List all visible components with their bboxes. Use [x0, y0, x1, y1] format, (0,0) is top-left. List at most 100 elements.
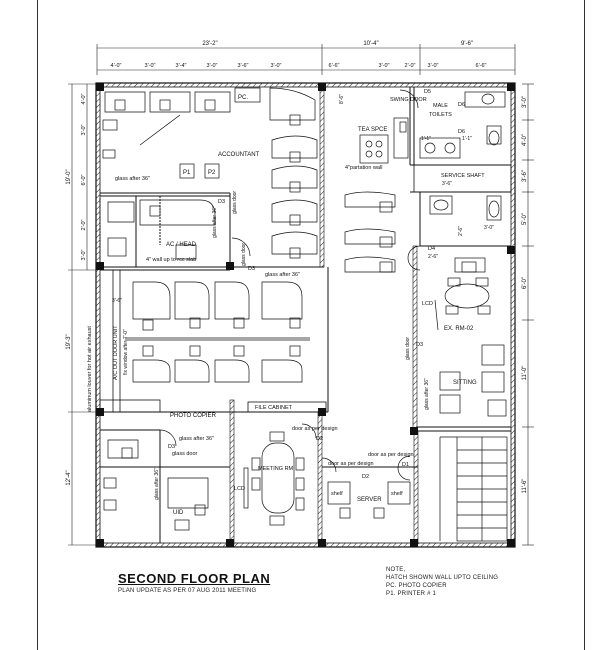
label-aluminum-louver: aluminum louver for hot air exhaust	[87, 326, 93, 412]
label-ex-rm: EX. RM-02	[444, 326, 474, 332]
label-glass-door: glass door	[405, 337, 411, 360]
label-p1: P1	[183, 170, 191, 176]
dim-right: 3'-6"	[522, 170, 528, 182]
interior-walls	[99, 86, 512, 546]
meeting-room-furniture	[103, 89, 421, 531]
notes-line: P1. PRINTER # 1	[386, 591, 437, 597]
label-door-d6: D6	[458, 129, 465, 135]
label-lcd: LCD	[422, 301, 433, 307]
label-door-d3: D3	[218, 199, 225, 205]
drawing-title-block: SECOND FLOOR PLAN PLAN UPDATE AS PER 07 …	[118, 571, 270, 594]
label-door-as-per-design: door as per design	[328, 461, 374, 467]
label-wall-rcc: 4" wall up to rcc slab	[146, 257, 196, 263]
column-markers	[96, 83, 515, 547]
dim-right: 4'-0"	[522, 134, 528, 146]
label-tea-space: TEA SPCE	[358, 127, 387, 133]
dim-left-detail: 2'-0"	[81, 219, 87, 230]
exec-room-furniture	[434, 257, 507, 417]
label-glass-after-36: glass after 36"	[179, 436, 214, 442]
dim-left-detail: 4'-0"	[81, 93, 87, 104]
room-labels: PC. ACCOUNTANT P1 P2 glass after 36" gla…	[87, 89, 494, 516]
label-dim: 3'-6"	[112, 298, 122, 304]
dim-right: 11'-6"	[522, 479, 528, 494]
label-ac-outdoor-unit: A/C OUT DOOR UNIT	[113, 325, 119, 380]
dim-top-detail: 3'-6"	[238, 63, 249, 69]
label-door-d3: D3	[248, 266, 255, 272]
sheet-border-right	[584, 0, 585, 650]
tea-space-fixtures	[344, 91, 506, 273]
dim-top-detail: 3'-0"	[271, 63, 282, 69]
label-shelf: shelf	[331, 491, 343, 497]
label-glass-door: glass door	[172, 451, 198, 457]
dim-right: 5'-0"	[522, 213, 528, 225]
label-dim: 2'-6"	[458, 226, 464, 236]
label-photo-copier: PHOTO COPIER	[170, 413, 217, 419]
sheet-border-left	[37, 0, 38, 650]
label-p2: P2	[208, 170, 216, 176]
label-lcd: LCD	[234, 486, 245, 492]
label-door-d2: D2	[362, 474, 369, 480]
dim-top-overall-2: 10'-4"	[363, 41, 378, 47]
open-plan-workstations	[125, 281, 310, 383]
outer-walls	[95, 82, 516, 548]
label-male-toilets-2: TOILETS	[429, 112, 452, 118]
label-shelf: shelf	[391, 491, 403, 497]
dim-top-detail: 6'-6"	[329, 63, 340, 69]
label-door-d5: D5	[424, 89, 431, 95]
dim-top-overall-3: 9'-6"	[461, 41, 473, 47]
drawing-notes: NOTE, HATCH SHOWN WALL UPTO CEILING PC. …	[386, 566, 498, 598]
notes-heading: NOTE,	[386, 567, 406, 573]
label-door-as-per-design: door as per design	[368, 452, 414, 458]
top-dimension-lines	[96, 44, 516, 75]
label-glass-door: glass door	[232, 191, 238, 214]
right-dimension-lines	[522, 83, 534, 546]
label-glass-after-36: glass after 36"	[424, 378, 430, 410]
dim-top-overall-1: 23'-2"	[202, 41, 217, 47]
label-accountant: ACCOUNTANT	[218, 152, 260, 158]
label-file-cabinet: FILE CABINET	[255, 405, 293, 411]
dim-right: 3'-0"	[522, 96, 528, 108]
label-door-d4: D4	[428, 246, 435, 252]
label-fix-window: fix window after 7'-0"	[123, 329, 129, 375]
label-dim: 3'-6"	[442, 181, 452, 187]
label-door-d1: D1	[402, 462, 409, 468]
dim-left-overall-1: 19'-0"	[66, 169, 72, 184]
label-dim: 2'-6"	[428, 254, 438, 260]
left-dimension-lines	[68, 83, 96, 546]
label-glass-after-36: glass after 36"	[212, 206, 218, 238]
label-dim: 3'-0"	[484, 225, 494, 231]
staircase	[439, 436, 508, 542]
label-dim: 1'-1"	[462, 136, 472, 142]
dim-top-detail: 3'-0"	[428, 63, 439, 69]
label-glass-after-36: glass after 36"	[115, 176, 150, 182]
drawing-subtitle: PLAN UPDATE AS PER 07 AUG 2011 MEETING	[118, 588, 257, 594]
label-door-d2: D2	[316, 436, 323, 442]
label-glass-door: glass door	[241, 243, 247, 266]
dim-top-detail: 3'-0"	[145, 63, 156, 69]
label-service-shaft: SERVICE SHAFT	[441, 173, 485, 179]
dim-top-detail: 3'-0"	[379, 63, 390, 69]
label-door-d3: D3	[416, 342, 423, 348]
dim-right: 11'-0"	[522, 366, 528, 381]
dim-top-detail: 6'-6"	[476, 63, 487, 69]
notes-line: HATCH SHOWN WALL UPTO CEILING	[386, 575, 499, 581]
dim-left-detail: 3'-0"	[81, 124, 87, 135]
label-swing-door: SWING DOOR	[390, 97, 427, 103]
label-sitting: SITTING	[453, 380, 477, 386]
dim-top-detail: 3'-0"	[207, 63, 218, 69]
notes-line: PC. PHOTO COPIER	[386, 583, 447, 589]
dim-left-overall-2: 19'-3"	[66, 334, 72, 349]
dim-top-detail: 4'-0"	[111, 63, 122, 69]
label-pc: PC.	[238, 95, 248, 101]
dim-top-detail: 2'-0"	[405, 63, 416, 69]
label-door-as-per-design: door as per design	[292, 426, 338, 432]
label-server: SERVER	[357, 497, 382, 503]
label-glass-after-36: glass after 36"	[154, 468, 160, 500]
label-partition-wall: 4"partation wall	[345, 165, 382, 171]
label-glass-after-36: glass after 36"	[265, 272, 300, 278]
label-door-d6: D6	[458, 102, 465, 108]
label-door-d3: D3	[168, 444, 175, 450]
drawing-title: SECOND FLOOR PLAN	[118, 571, 271, 586]
